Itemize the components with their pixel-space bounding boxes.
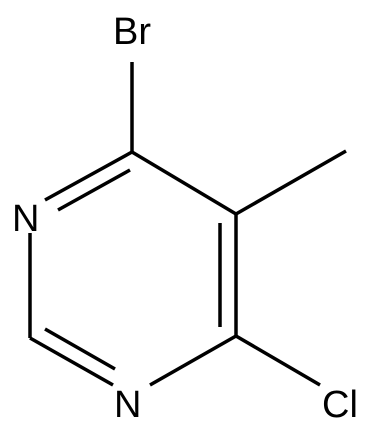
atom-label-chlorine: Cl [322, 384, 358, 426]
bond-c5-methyl [235, 149, 347, 216]
bond-c5-c4 [131, 150, 237, 216]
bond-c6-cl [235, 334, 321, 387]
bond-c2-n1 [29, 336, 114, 387]
atom-label-nitrogen-upper: N [12, 198, 39, 240]
atom-label-nitrogen-lower: N [114, 384, 141, 426]
bond-c2-n1-inner [44, 327, 116, 371]
bond-n1-c6 [149, 334, 237, 387]
bond-c4-n3-inner [57, 168, 131, 212]
bond-c4-n3 [44, 150, 133, 202]
atom-label-bromine: Br [113, 11, 151, 53]
